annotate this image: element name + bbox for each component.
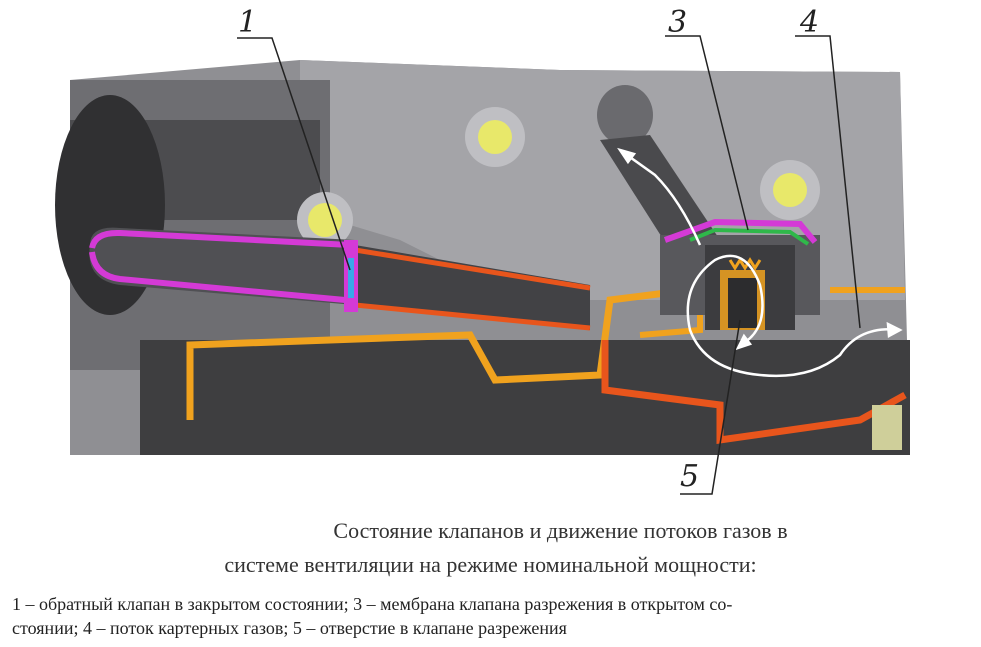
callout-1: 1: [238, 5, 257, 40]
pipe-boss: [597, 85, 720, 250]
caption-line-2: системе вентиляции на режиме номинальной…: [224, 552, 757, 577]
legend-line-2: стоянии; 4 – поток картерных газов; 5 – …: [12, 618, 567, 638]
callout-3: 3: [668, 5, 687, 40]
bolt-icon: [465, 107, 525, 167]
callout-5: 5: [680, 459, 699, 494]
ventilation-diagram: 1 3 4 5: [55, 5, 910, 495]
check-valve: [344, 240, 358, 312]
bolt-icon: [760, 160, 820, 220]
lower-seal: [601, 340, 907, 445]
bolt-icon: [872, 405, 902, 450]
legend: 1 – обратный клапан в закрытом состоянии…: [12, 592, 967, 640]
vacuum-valve: [660, 235, 820, 330]
caption-line-1: Состояние клапанов и движение потоков га…: [333, 518, 788, 543]
callout-4: 4: [799, 5, 819, 40]
vacuum-membrane: [663, 218, 818, 246]
leader-lines: [237, 35, 861, 495]
bolt-icon: [297, 192, 353, 248]
legend-line-1: 1 – обратный клапан в закрытом состоянии…: [12, 594, 733, 614]
breather-hose: [89, 227, 591, 331]
gas-flow-arrows: [617, 147, 903, 378]
